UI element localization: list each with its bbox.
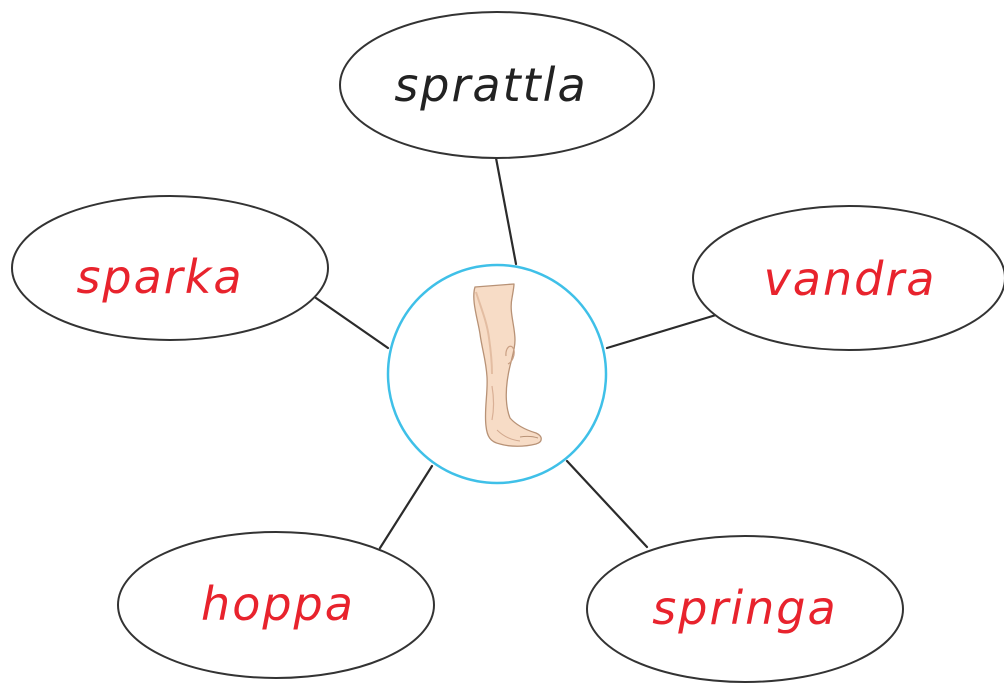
connector-bottom-left (380, 466, 432, 548)
connector-bottom-right (567, 461, 647, 547)
word-bubble-right: vandra (693, 206, 1004, 350)
word-bubble-bottom-right: springa (587, 536, 903, 682)
word-text-top: sprattla (394, 58, 587, 112)
word-text-bottom-right: springa (652, 581, 837, 635)
word-text-right: vandra (764, 252, 937, 306)
center-node (388, 265, 606, 483)
word-bubble-top: sprattla (340, 12, 654, 158)
word-text-bottom-left: hoppa (201, 577, 355, 631)
word-text-left: sparka (76, 250, 243, 304)
connector-right (607, 315, 716, 348)
word-bubble-bottom-left: hoppa (118, 532, 434, 678)
word-bubble-left: sparka (12, 196, 328, 340)
connector-left (316, 298, 388, 348)
connector-top (496, 158, 516, 264)
